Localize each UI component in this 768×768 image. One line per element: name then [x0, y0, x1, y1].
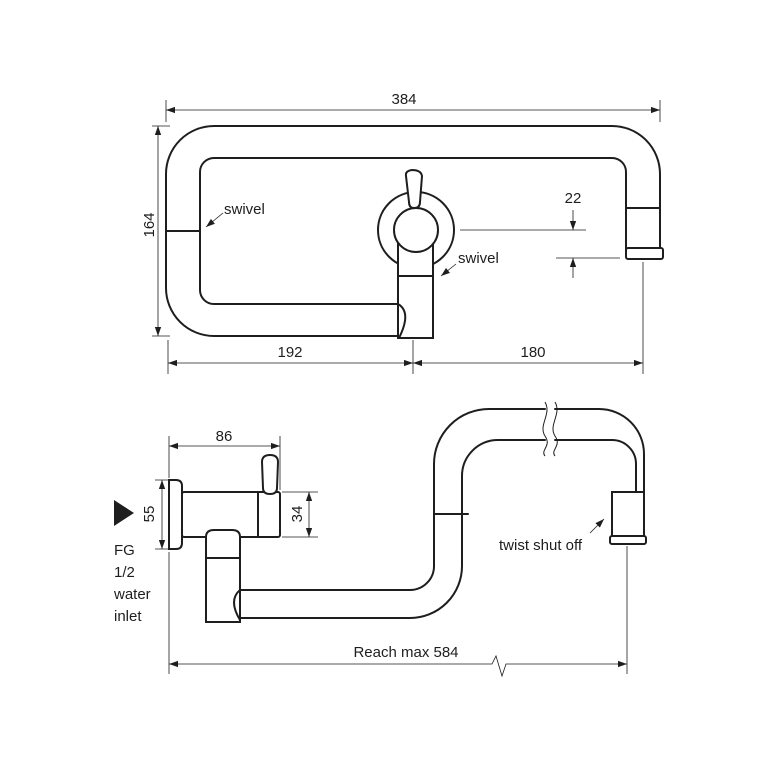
swivel-left-label: swivel [224, 201, 265, 218]
swivel-center-leader [440, 263, 457, 277]
inlet-label-line-4: inlet [114, 608, 142, 625]
top-tip-nozzle [625, 247, 664, 260]
swivel-center-label: swivel [458, 250, 499, 267]
inlet-label-line-1: FG [114, 542, 135, 559]
top-spout-elbow [397, 303, 407, 339]
dim-label-34: 34 [289, 506, 306, 523]
swivel-left-leader [205, 212, 224, 228]
side-tip-collar [611, 491, 645, 539]
twist-shutoff-label: twist shut off [499, 537, 583, 554]
dim-label-384: 384 [391, 91, 416, 108]
dim-label-192: 192 [277, 344, 302, 361]
side-view: FG 1/2 water inlet 86 55 34 twist shut o… [113, 401, 647, 678]
dim-label-22: 22 [565, 190, 582, 207]
side-wall-flange [168, 479, 183, 550]
dim-label-164: 164 [141, 212, 158, 237]
side-tip-nozzle [609, 535, 647, 545]
side-spout-break [542, 401, 548, 457]
inlet-label-line-2: 1/2 [114, 564, 135, 581]
side-spout-outer [239, 439, 546, 619]
dim-label-180: 180 [520, 344, 545, 361]
top-lever-handle [404, 168, 424, 210]
dim-label-reach: Reach max 584 [353, 644, 458, 661]
inlet-arrow-icon [114, 500, 134, 526]
dim-line-reach [169, 654, 627, 678]
top-view: 384 164 192 180 22 swivel swivel [141, 91, 664, 374]
side-swivel-body [205, 529, 241, 623]
side-spout-inner [239, 408, 546, 591]
side-lever-handle [260, 453, 280, 496]
inlet-label-line-3: water [113, 586, 151, 603]
twist-leader [589, 518, 605, 534]
dim-label-55: 55 [141, 506, 158, 523]
top-spout-inner [199, 157, 627, 305]
top-valve-cap [393, 207, 439, 253]
dim-label-86: 86 [216, 428, 233, 445]
top-spout-outer [165, 125, 661, 337]
